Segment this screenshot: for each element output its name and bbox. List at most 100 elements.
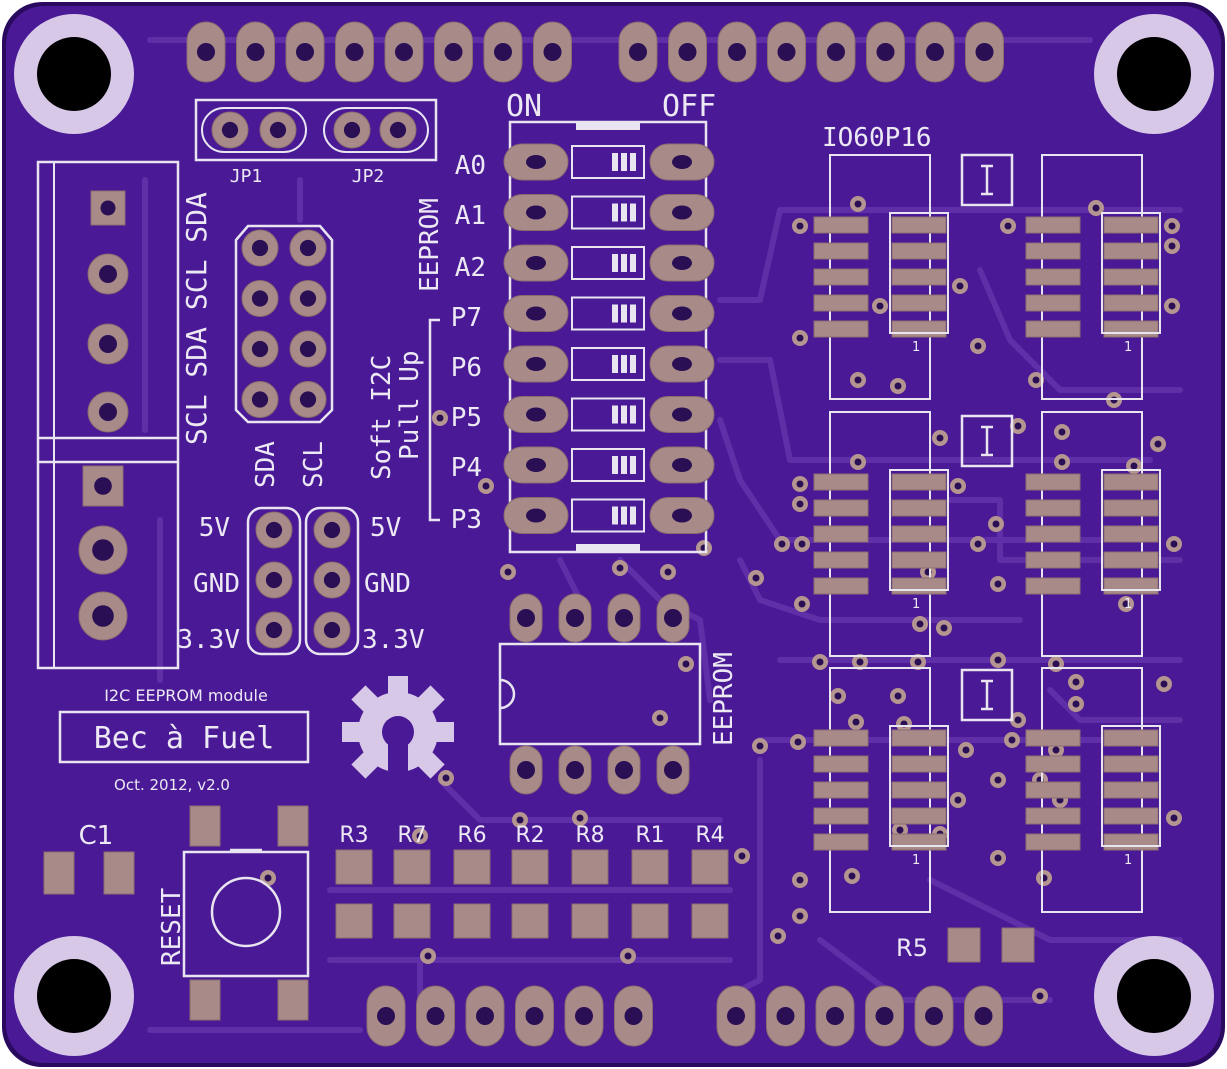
header-pin — [914, 985, 954, 1047]
header-pin — [241, 280, 279, 317]
header-pin — [816, 21, 856, 83]
header-pin — [866, 21, 905, 83]
header-pin — [767, 21, 806, 83]
io-chip: 1 — [813, 154, 949, 400]
pin1-marker: 1 — [1124, 340, 1132, 355]
header-pin — [241, 229, 279, 267]
header-pin — [533, 21, 572, 83]
terminal-pin — [87, 323, 129, 365]
gnd-right: GND — [364, 569, 411, 599]
io-regulators — [960, 153, 1014, 722]
eeprom-side-label: EEPROM — [415, 198, 445, 292]
3v3-right: 3.3V — [362, 625, 425, 655]
resistor-pad — [393, 903, 431, 939]
terminal-pin — [78, 591, 128, 641]
power-pin — [313, 561, 351, 599]
resistor-label: R8 — [575, 823, 604, 848]
pin1-marker: 1 — [912, 853, 920, 868]
header-pin — [564, 985, 604, 1047]
header-pin — [289, 381, 327, 418]
eeprom-pin — [607, 593, 641, 643]
dip-switch-row — [503, 194, 715, 231]
io-chip: 1 — [1025, 667, 1161, 913]
resistor-label: R6 — [457, 823, 486, 848]
header-pin — [289, 330, 327, 368]
header-pin — [614, 985, 653, 1047]
header-pin — [335, 21, 374, 83]
header-pin — [716, 985, 756, 1047]
header-pin — [815, 985, 855, 1047]
jumper-block: JP1 JP2 — [194, 98, 438, 187]
jp2-label: JP2 — [352, 166, 385, 187]
header-pin — [289, 229, 327, 267]
c1-label: C1 — [79, 821, 114, 851]
eeprom-pin — [607, 745, 641, 795]
resistor-label: R7 — [397, 823, 426, 848]
header-pin — [964, 985, 1003, 1047]
resistor-pad — [335, 903, 373, 939]
dip-switch-row — [503, 446, 715, 484]
p4-label: P4 — [451, 453, 482, 483]
reset-pad — [189, 979, 221, 1021]
dip-switch-row — [503, 295, 715, 332]
resistor-pad — [453, 903, 491, 939]
pin1-marker: 1 — [1124, 853, 1132, 868]
header-pin — [416, 985, 455, 1047]
resistor-pad — [571, 849, 609, 885]
dip-switch: ON OFF A0 A1 A2 P7 P6 P5 P4 P3 — [451, 89, 716, 554]
p3-label: P3 — [451, 505, 482, 535]
jumper-pin — [333, 111, 371, 149]
header-pin — [434, 21, 473, 83]
c1-pad — [43, 851, 75, 895]
eeprom-chip: EEPROM — [498, 642, 739, 746]
jumper-pin — [379, 111, 417, 149]
header-pin — [668, 21, 707, 83]
header-pin — [384, 21, 424, 83]
header-pin — [965, 21, 1004, 83]
resistor-pad — [631, 849, 669, 885]
header-pin — [915, 21, 955, 83]
on-label: ON — [506, 89, 542, 124]
eeprom-pin — [509, 593, 543, 643]
resistor-pad — [571, 903, 609, 939]
header-pin — [865, 985, 904, 1047]
header-pin — [241, 330, 279, 368]
reset-pad — [277, 979, 309, 1021]
header-pin — [236, 21, 275, 83]
resistor-label: R4 — [695, 823, 724, 848]
header-pin — [483, 21, 523, 83]
terminal-block: SCL SDA SCL SDA — [36, 160, 213, 670]
resistor-pad — [393, 849, 431, 885]
resistor-label: R1 — [635, 823, 664, 848]
title-box — [58, 710, 310, 764]
terminal-pin — [82, 465, 124, 507]
resistor-pad — [511, 849, 549, 885]
header-pin — [465, 985, 505, 1047]
dip-switch-row — [503, 396, 715, 433]
jumper-pin — [211, 111, 249, 149]
power-pin — [313, 511, 351, 549]
a1-label: A1 — [455, 201, 486, 231]
reset-pad — [277, 805, 309, 847]
header-pin — [618, 21, 658, 83]
header-pin — [766, 985, 805, 1047]
p6-label: P6 — [451, 353, 482, 383]
header-pin — [289, 280, 327, 317]
reset-pad — [189, 805, 221, 847]
pin1-marker: 1 — [912, 597, 920, 612]
pads — [43, 21, 1035, 1047]
a2-label: A2 — [455, 253, 486, 283]
terminal-pin — [78, 525, 128, 575]
power-pin — [255, 611, 293, 649]
resistor-pad — [691, 903, 729, 939]
p7-label: P7 — [451, 303, 482, 333]
header-pin — [241, 381, 279, 418]
sda-label: SDA — [251, 441, 281, 488]
gnd-left: GND — [193, 569, 240, 599]
jp1-label: JP1 — [230, 166, 263, 187]
3v3-left: 3.3V — [177, 625, 240, 655]
dip-switch-row — [503, 497, 715, 534]
jumper-pin — [259, 111, 297, 149]
resistor-pad — [335, 849, 373, 885]
dip-switch-row — [503, 143, 715, 181]
